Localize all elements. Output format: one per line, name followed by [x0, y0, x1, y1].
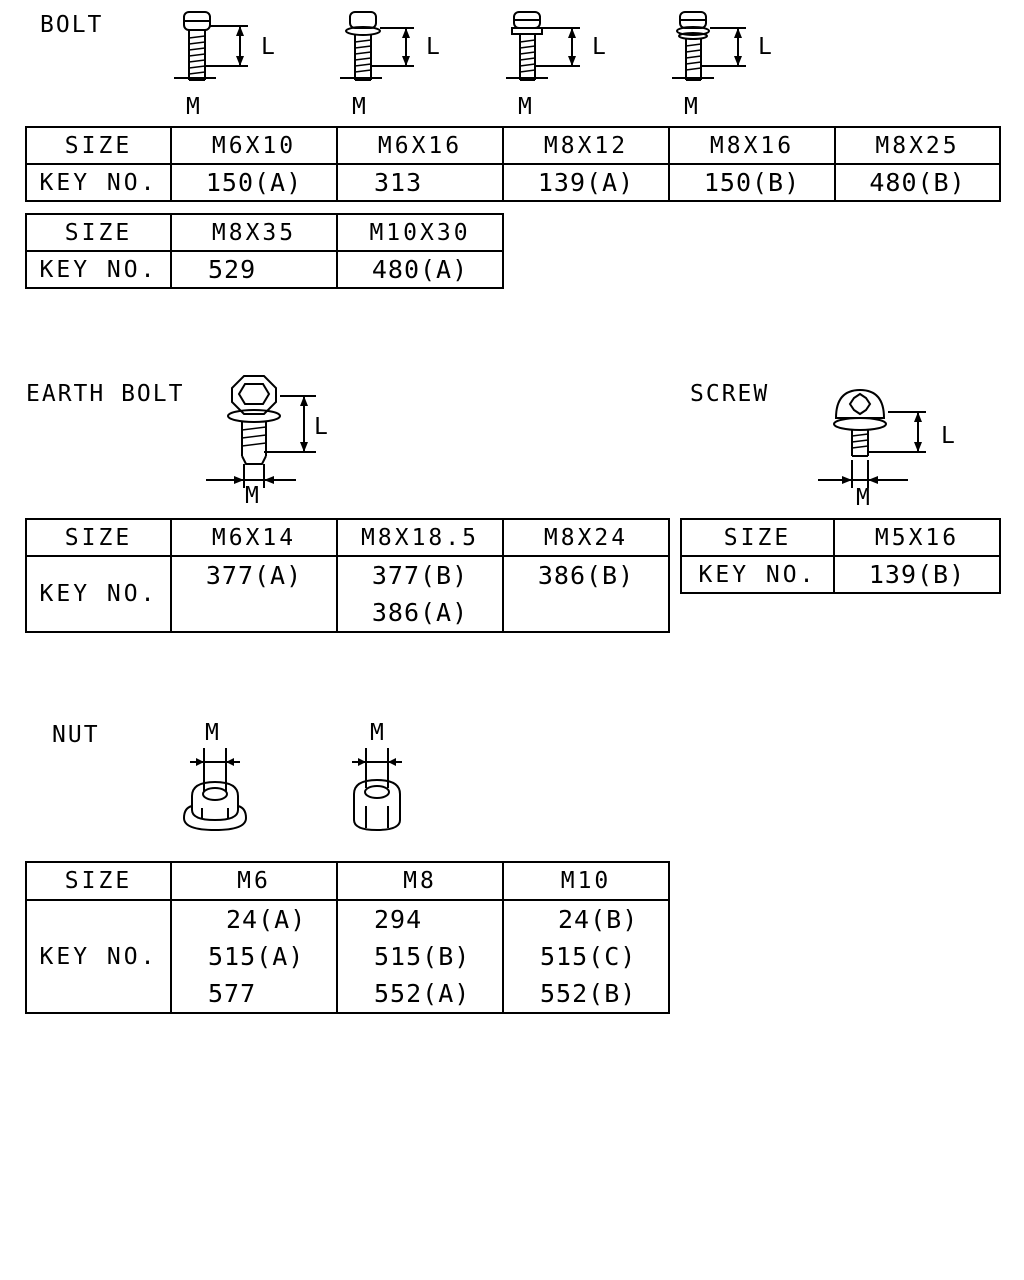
earth-bolt-section-label: EARTH BOLT [26, 381, 185, 407]
bolt-m-label: M [684, 94, 700, 120]
bolt-l-label: L [426, 34, 442, 60]
bolt-m-label: M [518, 94, 534, 120]
screw-section-label: SCREW [690, 381, 770, 407]
key-no-value: 377(B) [371, 561, 469, 590]
key-no-header: KEY NO. [25, 899, 172, 1014]
bolt-m-label: M [186, 94, 202, 120]
bolt-size-table: SIZE M6X10 M6X16 M8X12 M8X16 M8X25 KEY N… [25, 126, 1001, 202]
size-cell: M10 [502, 861, 670, 901]
bolt-m-label: M [352, 94, 368, 120]
key-no-cell: 139(B) [833, 555, 1001, 594]
key-no-value: 552(A) [374, 979, 471, 1008]
torx-screw-icon [818, 388, 926, 488]
size-cell: M8X16 [668, 126, 836, 165]
key-no-header: KEY NO. [680, 555, 835, 594]
key-no-cell: 480(B) [834, 163, 1001, 202]
key-no-cell: 313 [336, 163, 504, 202]
flange-bolt-icon [340, 11, 414, 81]
spring-washer-bolt-icon [672, 11, 746, 81]
key-no-cell: 294 515(B) 552(A) [336, 899, 504, 1014]
flange-nut-icon [183, 748, 248, 832]
screw-l-label: L [941, 423, 957, 449]
key-no-header: KEY NO. [25, 163, 172, 202]
key-no-value: 24(A) [226, 905, 307, 934]
key-no-cell: 24(B) 515(C) 552(B) [502, 899, 670, 1014]
screw-size-table: SIZE M5X16 KEY NO. 139(B) [680, 518, 1001, 594]
key-no-value: 377(A) [205, 561, 303, 590]
size-header: SIZE [25, 861, 172, 901]
key-no-header: KEY NO. [25, 250, 172, 289]
size-cell: M8X24 [502, 518, 670, 557]
size-cell: M5X16 [833, 518, 1001, 557]
nut-section-label: NUT [52, 722, 100, 748]
key-no-value: 294 [374, 905, 423, 934]
key-no-cell: 480(A) [336, 250, 504, 289]
size-cell: M8X12 [502, 126, 670, 165]
key-no-value: 515(B) [374, 942, 471, 971]
bolt-l-label: L [261, 34, 277, 60]
nut-m-label: M [205, 720, 221, 746]
key-no-value: 24(B) [558, 905, 639, 934]
size-cell: M8X25 [834, 126, 1001, 165]
size-cell: M10X30 [336, 213, 504, 252]
hex-nut-icon [352, 748, 402, 832]
screw-m-label: M [856, 485, 872, 511]
nut-size-table: SIZE M6 M8 M10 KEY NO. 24(A) 515(A) 577 … [25, 861, 670, 1014]
size-header: SIZE [680, 518, 835, 557]
size-cell: M8X35 [170, 213, 338, 252]
size-cell: M6X16 [336, 126, 504, 165]
size-header: SIZE [25, 518, 172, 557]
hex-bolt-icon [174, 11, 248, 81]
key-no-value: 577 [208, 979, 257, 1008]
key-no-value: 515(C) [540, 942, 637, 971]
key-no-cell: 377(B) 386(A) [336, 555, 504, 633]
key-no-cell: 386(B) [502, 555, 670, 633]
key-no-value: 386(A) [371, 598, 469, 627]
earth-bolt-size-table: SIZE M6X14 M8X18.5 M8X24 KEY NO. 377(A) … [25, 518, 670, 633]
size-header: SIZE [25, 126, 172, 165]
washer-bolt-icon [506, 11, 580, 81]
key-no-cell: 377(A) [170, 555, 338, 633]
key-no-value: 515(A) [208, 942, 305, 971]
earth-bolt-m-label: M [245, 483, 261, 509]
size-cell: M8X18.5 [336, 518, 504, 557]
key-no-cell: 529 [170, 250, 338, 289]
bolt-size-table-2: SIZE M8X35 M10X30 KEY NO. 529 480(A) [25, 213, 504, 289]
earth-bolt-l-label: L [314, 414, 330, 440]
bolt-l-label: L [592, 34, 608, 60]
key-no-cell: 150(B) [668, 163, 836, 202]
key-no-value: 552(B) [540, 979, 637, 1008]
earth-bolt-icon [206, 375, 316, 488]
size-cell: M6X10 [170, 126, 338, 165]
size-cell: M6 [170, 861, 338, 901]
key-no-header: KEY NO. [25, 555, 172, 633]
key-no-cell: 150(A) [170, 163, 338, 202]
bolt-section-label: BOLT [40, 12, 104, 38]
size-cell: M6X14 [170, 518, 338, 557]
key-no-cell: 139(A) [502, 163, 670, 202]
nut-m-label: M [370, 720, 386, 746]
key-no-cell: 24(A) 515(A) 577 [170, 899, 338, 1014]
bolt-l-label: L [758, 34, 774, 60]
key-no-value: 386(B) [537, 561, 635, 590]
size-cell: M8 [336, 861, 504, 901]
size-header: SIZE [25, 213, 172, 252]
